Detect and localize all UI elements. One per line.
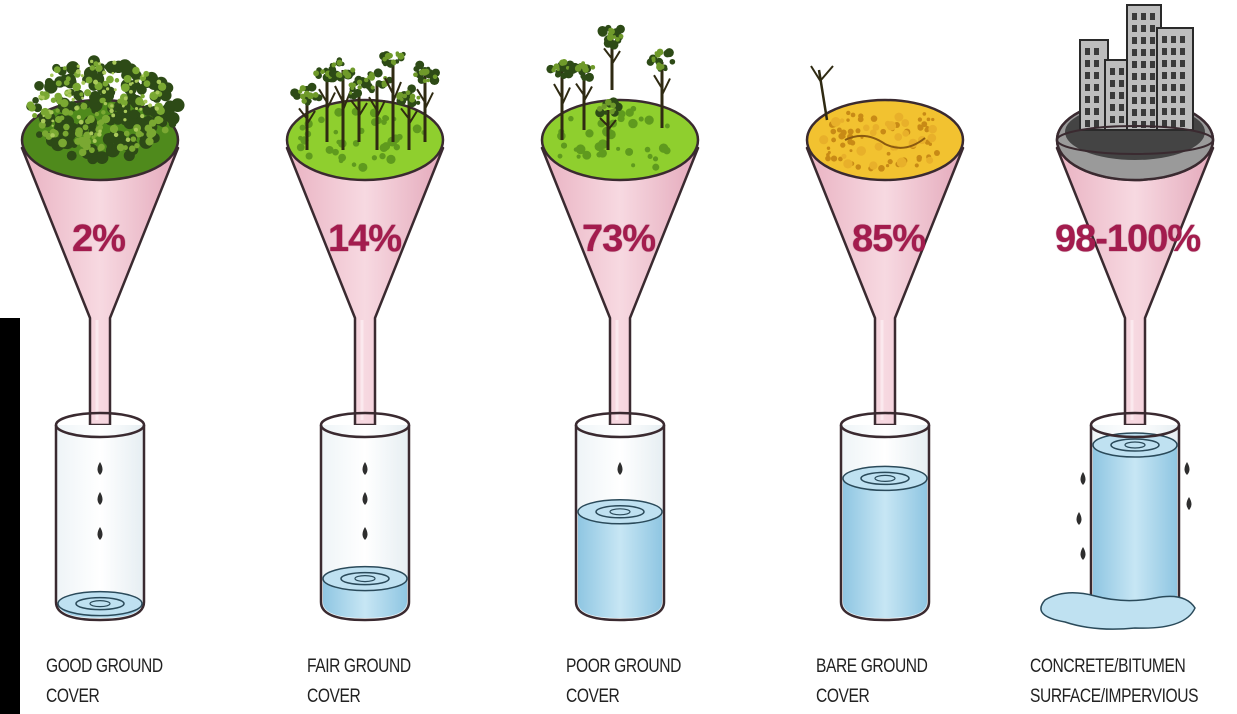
caption-line: CONCRETE/BITUMEN [1030,652,1198,682]
runoff-percent-fair: 14% [328,218,401,261]
caption-good-ground-cover: GOOD GROUND COVER [46,652,163,712]
water-surface [843,466,927,490]
caption-line: COVER [46,682,163,712]
caption-fair-ground-cover: FAIR GROUND COVER [307,652,411,712]
overflow-drop [1187,497,1192,510]
funnel-body [287,148,443,425]
building [1105,60,1129,130]
beaker [841,413,929,620]
caption-concrete-bitumen-surface: CONCRETE/BITUMEN SURFACE/IMPERVIOUS [1030,652,1198,712]
funnel-body [1057,148,1213,425]
caption-line: GOOD GROUND [46,652,163,682]
funnel [22,148,178,425]
caption-line: COVER [816,682,927,712]
water-surface [323,567,407,591]
caption-bare-ground-cover: BARE GROUND COVER [816,652,927,712]
beaker [1041,413,1195,629]
runoff-panel-poor-ground-cover [542,25,698,620]
water [578,512,662,618]
runoff-percent-bare: 85% [852,218,925,261]
water-surface [58,592,142,616]
left-edge-bar [0,318,20,714]
caption-line: POOR GROUND [566,652,681,682]
overflow-drop [1081,547,1086,560]
runoff-percent-concrete: 98-100% [1055,218,1200,261]
funnel-body [807,148,963,425]
funnel [1057,148,1213,425]
caption-line: BARE GROUND [816,652,927,682]
good-ground-cover-disc [22,55,185,180]
beaker [56,413,144,620]
runoff-percent-good: 2% [72,218,125,261]
caption-poor-ground-cover: POOR GROUND COVER [566,652,681,712]
funnel [542,148,698,425]
caption-line: COVER [566,682,681,712]
runoff-panel-concrete-bitumen-surface [1041,5,1213,629]
concrete-bitumen-surface-disc [1057,5,1213,180]
bare-ground-cover-disc [807,66,963,180]
poor-ground-cover-disc [542,25,698,180]
water-surface [578,500,662,524]
beaker [576,413,664,620]
fair-ground-cover-disc [287,51,443,180]
funnel [287,148,443,425]
water [1093,445,1177,618]
runoff-panel-fair-ground-cover [287,51,443,620]
caption-line: FAIR GROUND [307,652,411,682]
water [843,478,927,618]
overflow-drop [1081,472,1086,485]
funnel [807,148,963,425]
funnel-body [542,148,698,425]
beaker [321,413,409,620]
funnel-body [22,148,178,425]
overflow-drop [1077,512,1082,525]
caption-line: SURFACE/IMPERVIOUS [1030,682,1198,712]
caption-line: COVER [307,682,411,712]
runoff-panel-bare-ground-cover [807,66,963,620]
overflow-drop [1185,462,1190,475]
runoff-percent-poor: 73% [582,218,655,261]
runoff-panel-good-ground-cover [22,55,185,620]
beaker-glass [56,425,144,620]
